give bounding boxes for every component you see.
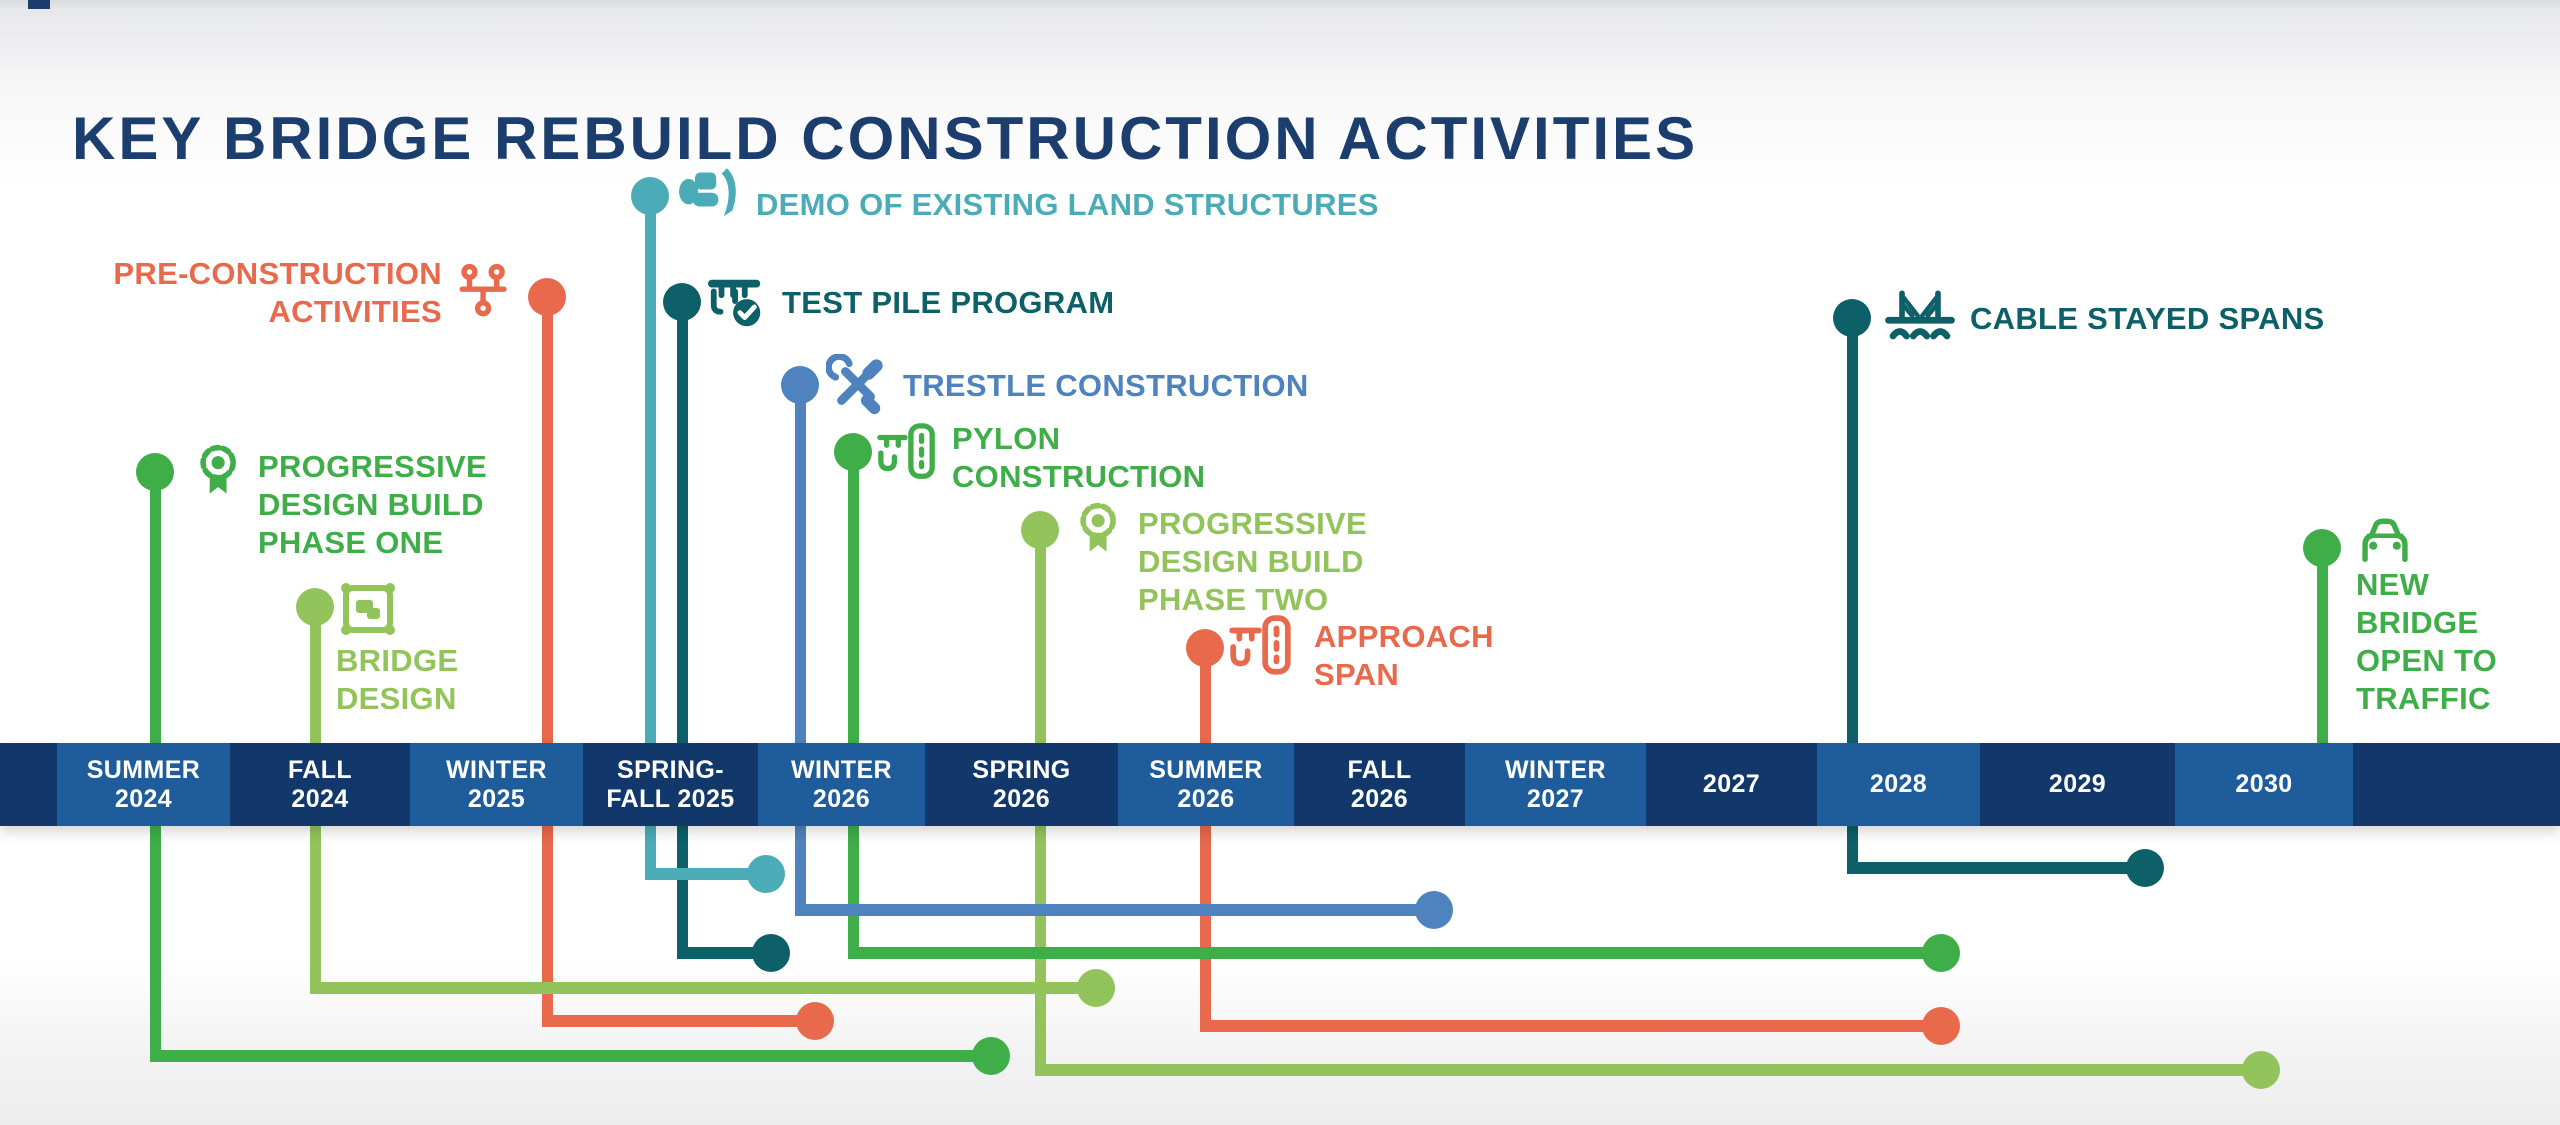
award-icon — [190, 442, 250, 502]
demo-hline — [645, 868, 766, 880]
activity-label-cable-stayed: CABLE STAYED SPANS — [1970, 301, 2325, 336]
cable-vline — [1847, 318, 1858, 874]
pylon-road-icon — [1228, 614, 1294, 680]
bulldozer-icon — [678, 164, 746, 232]
approach-end-dot — [1922, 1007, 1960, 1045]
approach-vline — [1200, 648, 1211, 1032]
demo-end-dot — [747, 855, 785, 893]
timeline-segment — [2353, 743, 2560, 826]
award-icon — [1070, 500, 1130, 560]
demo-vline — [645, 196, 656, 880]
activity-label-trestle: TRESTLE CONSTRUCTION — [903, 368, 1309, 403]
demo-start-dot — [631, 177, 669, 215]
pylon-hline — [848, 947, 1941, 959]
timeline-segment-spring-fall-2025: SPRING-FALL 2025 — [583, 743, 758, 826]
cable-start-dot — [1833, 299, 1871, 337]
pdb-two-hline — [1035, 1064, 2261, 1076]
timeline-segment-2028: 2028 — [1817, 743, 1980, 826]
tools-icon — [825, 353, 888, 416]
pdb-one-end-dot — [972, 1037, 1010, 1075]
pre-construction-vline — [542, 297, 553, 1027]
timeline-segment-2029: 2029 — [1980, 743, 2175, 826]
test-pile-hline — [677, 947, 771, 959]
pylon-vline — [848, 452, 859, 959]
cable-hline — [1847, 862, 2145, 874]
trestle-start-dot — [781, 366, 819, 404]
approach-hline — [1200, 1020, 1941, 1032]
pdb-one-hline — [150, 1050, 991, 1062]
pdb-two-end-dot — [2242, 1051, 2280, 1089]
pylon-start-dot — [834, 433, 872, 471]
cable-end-dot — [2126, 849, 2164, 887]
top-left-artifact — [28, 0, 50, 9]
workflow-icon — [455, 262, 513, 320]
test-pile-end-dot — [752, 934, 790, 972]
trestle-hline — [795, 904, 1434, 916]
approach-start-dot — [1186, 629, 1224, 667]
bridge-design-hline — [310, 982, 1096, 994]
pre-construction-hline — [542, 1015, 815, 1027]
pier-check-icon — [706, 272, 768, 334]
pylon-road-icon — [876, 422, 938, 484]
pre-construction-start-dot — [528, 278, 566, 316]
pylon-end-dot — [1922, 934, 1960, 972]
pdb-one-start-dot — [136, 453, 174, 491]
timeline-segment — [0, 743, 57, 826]
trestle-end-dot — [1415, 891, 1453, 929]
pdb-two-start-dot — [1021, 511, 1059, 549]
activity-label-test-pile: TEST PILE PROGRAM — [782, 285, 1115, 320]
timeline-segment-2027: 2027 — [1646, 743, 1817, 826]
pre-construction-end-dot — [796, 1002, 834, 1040]
blueprint-icon — [336, 578, 400, 642]
bridge-design-start-dot — [296, 588, 334, 626]
new-bridge-vline — [2317, 548, 2328, 826]
timeline-segment-2030: 2030 — [2175, 743, 2353, 826]
test-pile-start-dot — [663, 283, 701, 321]
car-icon — [2356, 514, 2414, 572]
page-title: KEY BRIDGE REBUILD CONSTRUCTION ACTIVITI… — [72, 105, 1699, 173]
bridge-design-end-dot — [1077, 969, 1115, 1007]
activity-label-demo: DEMO OF EXISTING LAND STRUCTURES — [756, 187, 1379, 222]
trestle-vline — [795, 385, 806, 916]
new-bridge-start-dot — [2303, 529, 2341, 567]
test-pile-vline — [677, 302, 688, 959]
bridge-icon — [1884, 282, 1956, 354]
